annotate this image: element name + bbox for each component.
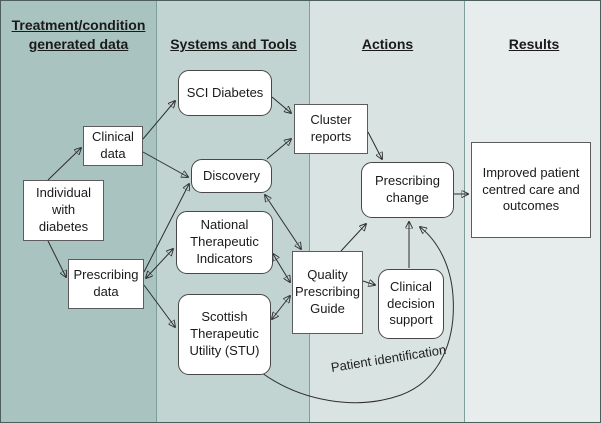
node-scottish-therapeutic-utility: Scottish Therapeutic Utility (STU): [178, 294, 271, 375]
node-improved-patient-centred-care: Improved patient centred care and outcom…: [471, 142, 591, 238]
node-discovery: Discovery: [191, 159, 272, 193]
node-sci-diabetes: SCI Diabetes: [178, 70, 272, 116]
column-header-actions: Actions: [361, 36, 414, 52]
node-national-therapeutic-indicators: National Therapeutic Indicators: [176, 211, 273, 274]
node-label: Discovery: [202, 167, 261, 183]
node-label: Quality Prescribing Guide: [294, 267, 361, 316]
node-label: Clinical data: [92, 129, 134, 161]
node-clinical-data: Clinical data: [83, 126, 143, 166]
column-header-systems-and-tools: Systems and Tools: [170, 36, 297, 52]
node-label: Cluster reports: [310, 112, 352, 144]
node-label: SCI Diabetes: [186, 84, 264, 100]
node-label: Prescribing data: [73, 267, 139, 299]
node-label: National Therapeutic Indicators: [190, 217, 259, 266]
node-label: Individual with diabetes: [36, 185, 91, 234]
column-header-results: Results: [508, 36, 560, 52]
node-label: Clinical decision support: [387, 278, 435, 328]
node-quality-prescribing-guide: Quality Prescribing Guide: [292, 251, 363, 334]
node-clinical-decision-support: Clinical decision support: [378, 269, 444, 339]
node-label: Prescribing change: [374, 173, 441, 205]
node-individual-with-diabetes: Individual with diabetes: [23, 180, 104, 241]
node-prescribing-data: Prescribing data: [68, 259, 144, 309]
node-label: Improved patient centred care and outcom…: [482, 164, 580, 214]
node-cluster-reports: Cluster reports: [294, 104, 368, 154]
node-label: Scottish Therapeutic Utility (STU): [189, 309, 260, 358]
column-header-treatment-condition-data: Treatment/condition generated data: [11, 17, 146, 52]
node-prescribing-change: Prescribing change: [361, 162, 454, 218]
